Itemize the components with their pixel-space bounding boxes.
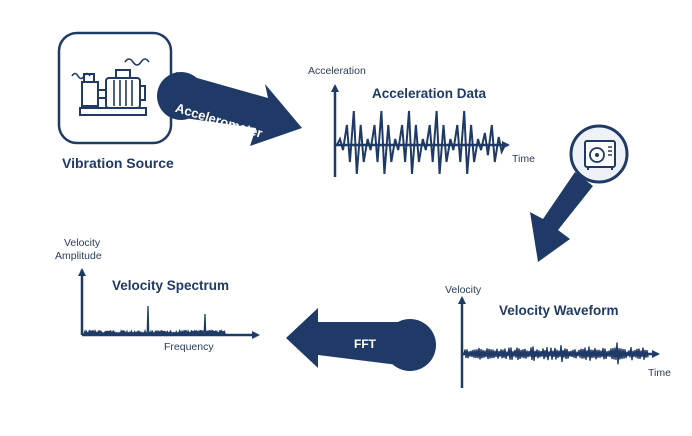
velocity-spectrum-signal [83,305,226,337]
velocity-spectrum-axes [78,268,260,339]
velocity-spectrum-title: Velocity Spectrum [112,278,230,293]
fft-label: FFT [354,337,376,351]
spectrum-x-label: Frequency [164,341,214,353]
velocity-x-label: Time [648,367,671,379]
acceleration-title: Acceleration Data [372,86,487,101]
velocity-waveform-axes [458,296,660,388]
spectrum-y-label-1: Velocity [64,237,101,249]
vibration-analyzer-icon [569,124,629,184]
fft-arrow [286,308,436,371]
acceleration-x-label: Time [512,153,535,165]
acceleration-waveform [336,110,506,174]
down-arrow [530,172,593,262]
accelerometer-arrow [157,72,302,146]
velocity-waveform-signal [463,342,649,365]
acceleration-axes [331,84,510,177]
spectrum-y-label-2: Amplitude [55,250,102,262]
vibration-source-caption: Vibration Source [62,155,174,171]
motor-pump-icon [57,31,173,145]
velocity-y-label: Velocity [445,284,482,296]
acceleration-y-label: Acceleration [308,65,366,77]
velocity-waveform-title: Velocity Waveform [499,303,619,318]
